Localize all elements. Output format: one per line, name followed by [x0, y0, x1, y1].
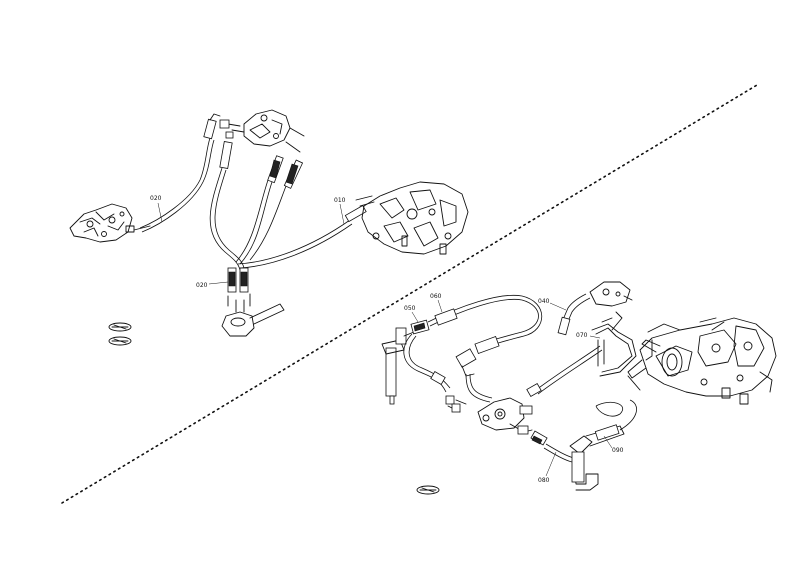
- upper-right-pump: [355, 181, 469, 255]
- callout-040: 040: [538, 298, 550, 305]
- hose-080: [530, 430, 575, 477]
- callout-080: 080: [538, 477, 550, 484]
- hose-020: [208, 141, 304, 293]
- fitting-050: [410, 311, 430, 335]
- lift-cylinder: [381, 327, 415, 405]
- kubota-emblem-left-top: [108, 322, 132, 332]
- main-pump: [627, 317, 777, 405]
- callout-050: 050: [404, 305, 416, 312]
- callout-010: 010: [334, 197, 346, 204]
- kubota-emblem-left-bottom: [108, 336, 132, 346]
- top-valve-cluster: [219, 109, 305, 153]
- pipe-040: [549, 281, 633, 336]
- upper-assembly: [69, 109, 469, 346]
- pipe-070: [589, 311, 637, 377]
- control-valve: [445, 395, 533, 435]
- callout-020-upper: 020: [150, 195, 162, 202]
- hose-010: [237, 203, 367, 269]
- callout-070: 070: [576, 332, 588, 339]
- base-fitting: [221, 293, 285, 337]
- supply-hose: [526, 345, 637, 431]
- callout-020-lower: 020: [196, 282, 208, 289]
- bracket-fitting: [569, 424, 625, 491]
- left-valve-block: [69, 203, 135, 243]
- callout-060: 060: [430, 293, 442, 300]
- elbow-fitting: [455, 336, 500, 403]
- hose-030: [133, 113, 221, 233]
- return-hose: [403, 333, 451, 393]
- hose-060: [427, 294, 543, 349]
- callout-labels: 010 020 020 040 050 060 070 080 090: [150, 195, 624, 484]
- callout-090: 090: [612, 447, 624, 454]
- lower-assembly: [381, 281, 777, 495]
- kubota-emblem-bottom: [416, 485, 440, 495]
- section-divider: [61, 84, 758, 504]
